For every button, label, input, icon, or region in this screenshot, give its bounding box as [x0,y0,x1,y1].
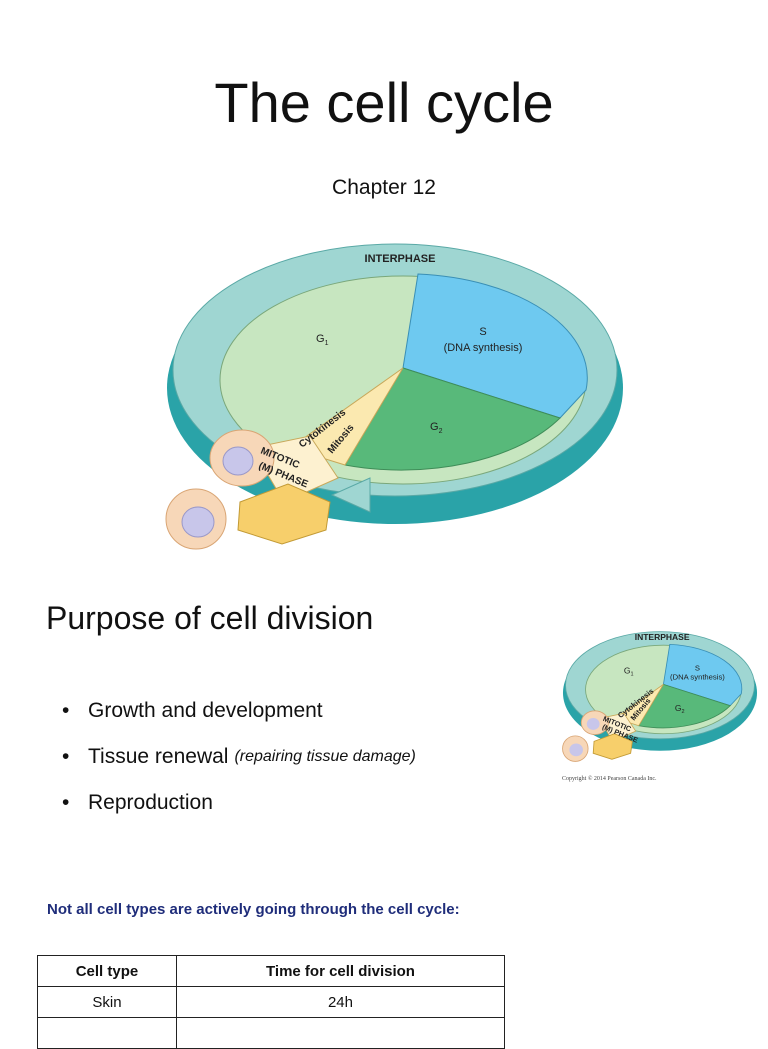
nucleus-icon [181,506,215,538]
bullet-icon: • [62,791,70,814]
table-row: Skin 24h [37,986,506,1018]
g2-wedge [344,367,561,471]
cell-cycle-note: Not all cell types are actively going th… [47,901,460,918]
table-cell [175,1017,506,1049]
g1-label: G1 [624,665,634,677]
g2-label: G2 [675,703,685,715]
s-sub-label: (DNA synthesis) [670,673,725,682]
bullet-icon: • [62,745,70,768]
ring-arrowhead [330,477,371,513]
table-header-cell: Cell type [37,955,177,987]
bullet-item: • Growth and development [62,694,416,740]
s-sub-label: (DNA synthesis) [444,342,523,354]
table-cell: Skin [37,986,177,1018]
table-cell: 24h [175,986,506,1018]
g1-label: G1 [316,333,329,347]
daughter-arrow [592,733,633,760]
g2-label: G2 [430,421,443,435]
table-row [37,1017,506,1049]
interphase-label: INTERPHASE [365,253,436,265]
cell-division-table: Cell type Time for cell division Skin 24… [37,955,506,1049]
interphase-label: INTERPHASE [635,632,690,642]
table-header-row: Cell type Time for cell division [37,955,506,987]
bullet-text: Tissue renewal [88,745,229,768]
bullet-list: • Growth and development • Tissue renewal (… [62,694,416,832]
s-label: S [479,326,486,338]
g2-wedge [638,683,732,729]
nucleus-icon [222,446,254,476]
section-heading: Purpose of cell division [46,600,374,636]
bullet-item: • Reproduction [62,786,416,832]
bullet-text: Growth and development [88,699,323,722]
s-wedge [402,273,588,419]
cell-cycle-diagram-small: INTERPHASE G1 S (DNA synthesis) G2 Cytok… [562,631,758,762]
table-header-cell: Time for cell division [175,955,506,987]
s-label: S [695,663,700,672]
nucleus-icon [586,718,600,730]
bullet-text: Reproduction [88,791,213,814]
daughter-arrow [237,483,331,545]
copyright-note: Copyright © 2014 Pearson Canada Inc. [562,776,657,782]
table-cell [37,1017,177,1049]
nucleus-icon [569,743,583,757]
bullet-icon: • [62,699,70,722]
page-subtitle: Chapter 12 [332,176,436,199]
bullet-item: • Tissue renewal (repairing tissue damage) [62,740,416,786]
bullet-note: (repairing tissue damage) [234,748,416,765]
cell-cycle-diagram: INTERPHASE G1 S (DNA synthesis) G2 Cytok… [165,243,623,550]
page-title: The cell cycle [214,71,554,134]
